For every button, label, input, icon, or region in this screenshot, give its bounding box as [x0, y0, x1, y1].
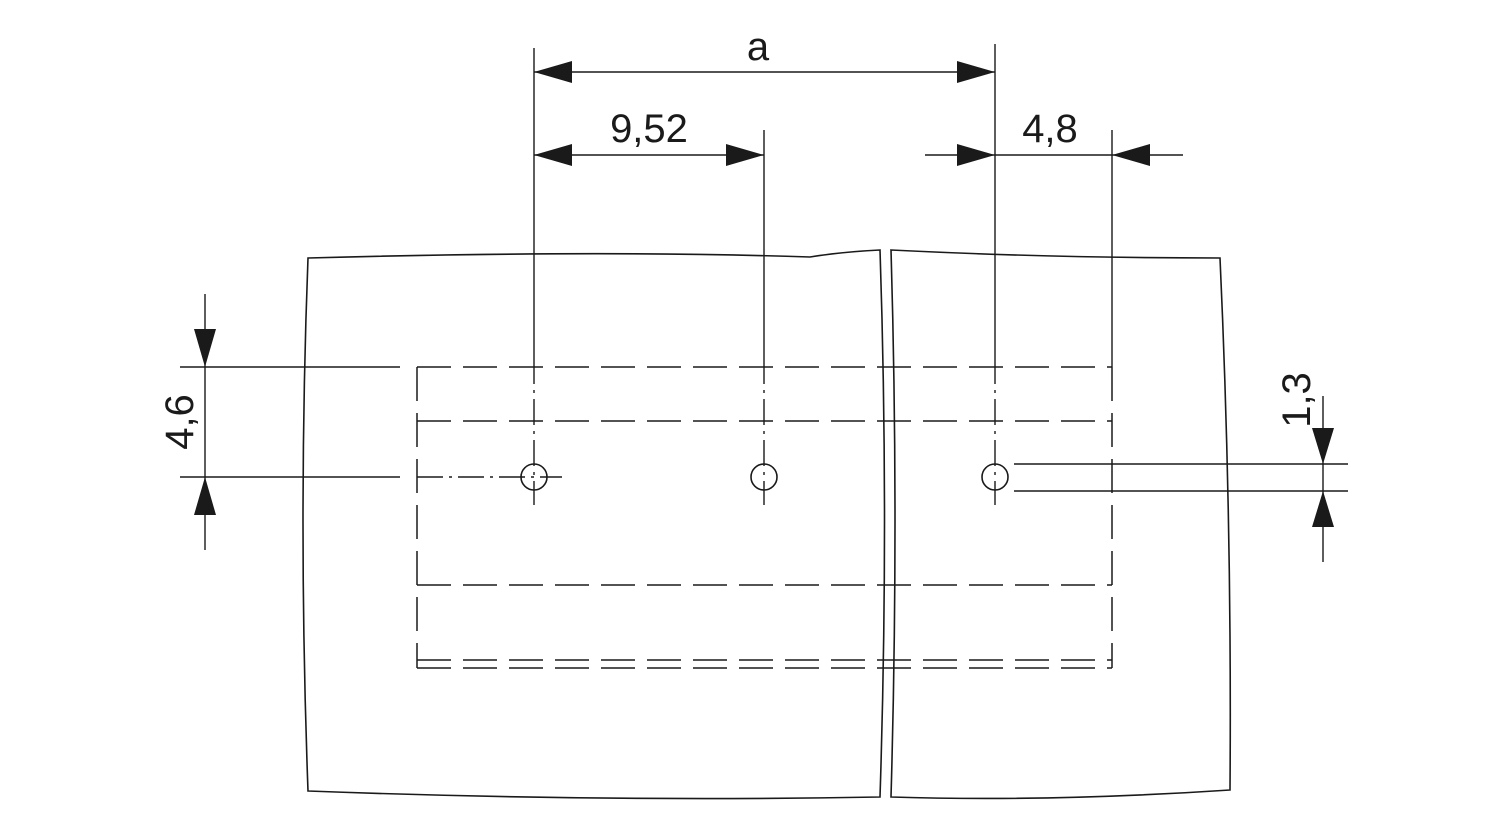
pin-3 [981, 463, 1009, 491]
dimension-vertical-offset-label: 4,6 [158, 394, 202, 450]
extension-lines [180, 44, 1348, 492]
dimension-pin-height: 1,3 [1275, 372, 1334, 562]
dimension-pitch: 9,52 [534, 107, 764, 166]
pin-2 [750, 463, 778, 491]
pins [520, 463, 1009, 491]
hidden-connector-outline [416, 366, 1113, 669]
dimension-edge-label: 4,8 [1022, 107, 1078, 151]
dimension-vertical-offset: 4,6 [158, 294, 216, 550]
dimension-pitch-label: 9,52 [610, 107, 688, 151]
pin-1 [520, 463, 548, 491]
dimension-edge: 4,8 [925, 107, 1183, 166]
board-right-outline [890, 249, 1232, 800]
dimension-pin-height-label: 1,3 [1275, 372, 1319, 428]
dimension-a-label: a [747, 25, 770, 69]
board-left-outline [302, 249, 886, 800]
pin-center-lines [417, 358, 996, 505]
dimension-a: a [534, 25, 995, 83]
